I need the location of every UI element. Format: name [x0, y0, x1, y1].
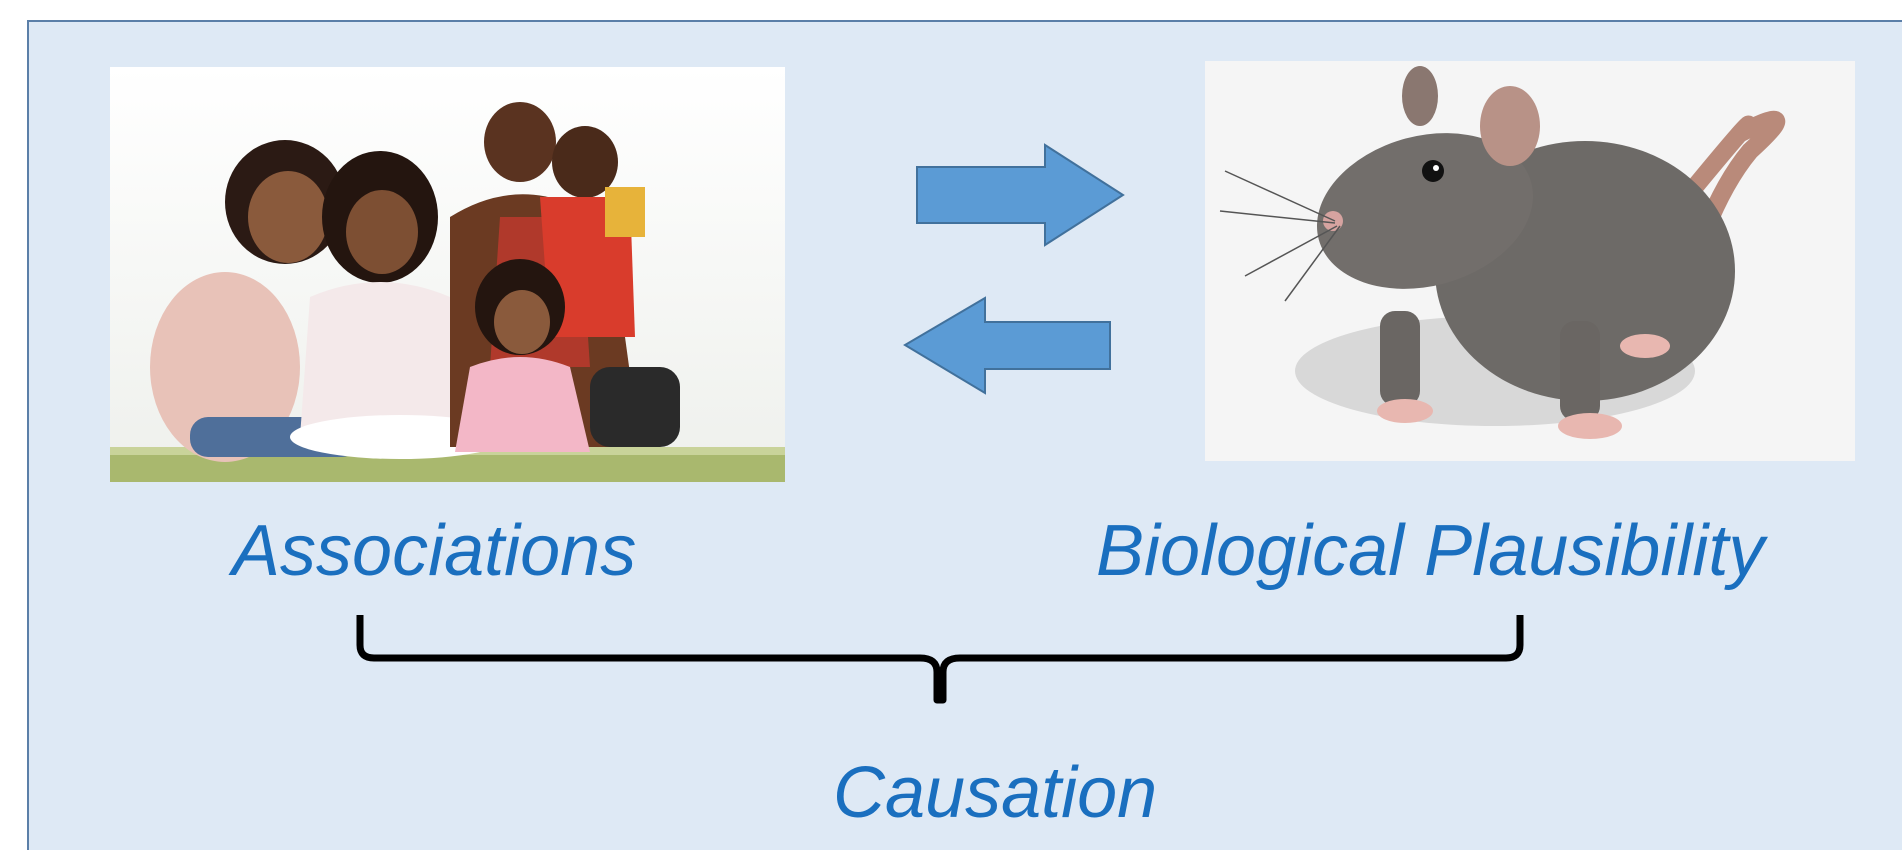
arrow-left-icon: [903, 296, 1111, 395]
arrow-right-icon: [916, 143, 1125, 247]
exchange-arrows: [903, 143, 1125, 395]
label-associations: Associations: [232, 511, 637, 591]
curly-brace-connector: [356, 615, 1524, 704]
label-biological-plausibility: Biological Plausibility: [1096, 511, 1765, 591]
rat-photo: [1205, 61, 1855, 461]
label-causation: Causation: [833, 753, 1158, 833]
family-photo: [110, 67, 785, 482]
